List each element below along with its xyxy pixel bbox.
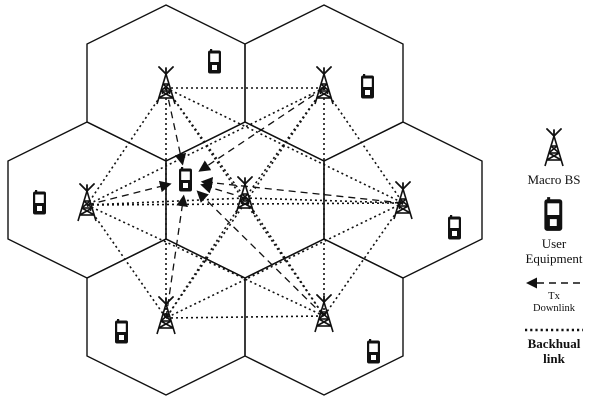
downlink-arrow-w bbox=[86, 180, 172, 206]
macro-bs-icon bbox=[544, 128, 564, 167]
legend-backhaul-label-line1: Backhual bbox=[527, 336, 581, 351]
legend-ue-label-line1: User bbox=[541, 236, 567, 251]
backhaul-link-sw-se bbox=[165, 315, 325, 319]
ue-nw-icon bbox=[208, 49, 221, 74]
user-equipment-icon bbox=[544, 197, 563, 231]
hex-cells-layer bbox=[7, 4, 483, 396]
hex-cell-ne bbox=[244, 4, 404, 162]
legend-ue-label-line2: Equipment bbox=[525, 251, 583, 266]
downlink-arrow-e bbox=[200, 176, 404, 204]
legend-item-tx-downlink: Tx Downlink bbox=[523, 275, 585, 315]
ue-e-icon bbox=[448, 215, 461, 240]
hex-cell-se bbox=[244, 238, 404, 396]
macro-bs-icon-nw bbox=[156, 66, 176, 105]
backhaul-link-w-c bbox=[86, 197, 246, 206]
backhaul-link-c-se bbox=[244, 197, 325, 317]
legend-item-macro-bs: Macro BS bbox=[527, 126, 581, 187]
downlink-arrow-ne bbox=[198, 87, 325, 172]
macro-bs-icon-w bbox=[77, 183, 97, 222]
backhaul-link-ne-w bbox=[86, 87, 325, 206]
backhaul-link-c-sw bbox=[165, 197, 246, 319]
legend-macro-bs-label: Macro BS bbox=[527, 172, 581, 187]
macro-bs-icon-ne bbox=[314, 66, 334, 105]
legend-item-user-equipment: User Equipment bbox=[525, 196, 583, 266]
hex-cell-w bbox=[7, 121, 167, 279]
backhaul-layer bbox=[86, 87, 404, 319]
backhaul-link-ne-e bbox=[323, 87, 404, 204]
legend-tx-label-line1: Tx bbox=[548, 291, 560, 302]
ue-se-icon bbox=[367, 339, 380, 364]
downlink-arrow-se bbox=[196, 190, 325, 317]
ue-sw-icon bbox=[115, 319, 128, 344]
backhaul-link-nw-e bbox=[165, 87, 404, 204]
backhaul-link-e-se bbox=[323, 202, 404, 317]
legend-backhaul-label-line2: link bbox=[543, 351, 565, 366]
backhaul-link-w-sw bbox=[86, 204, 167, 319]
ue-c-icon bbox=[179, 167, 192, 192]
downlink-layer bbox=[86, 87, 404, 319]
backhaul-link-ne-sw bbox=[165, 87, 325, 319]
downlink-arrow-nw bbox=[165, 87, 187, 166]
backhaul-link-e-sw bbox=[165, 202, 404, 319]
legend-tx-label-line2: Downlink bbox=[533, 303, 575, 314]
hex-cell-e bbox=[323, 121, 483, 279]
legend: Macro BS User Equipment Tx Downlink Back… bbox=[510, 126, 598, 375]
backhaul-link-w-se bbox=[86, 204, 325, 317]
backhaul-line-icon bbox=[525, 328, 583, 332]
ue-ne-icon bbox=[361, 74, 374, 99]
backhaul-link-c-e bbox=[244, 197, 404, 204]
backhaul-link-nw-w bbox=[86, 87, 167, 206]
ue-w-icon bbox=[33, 190, 46, 215]
downlink-arrow-sw bbox=[165, 194, 188, 319]
tx-downlink-arrow-icon bbox=[526, 277, 583, 289]
hex-cell-nw bbox=[86, 4, 246, 162]
legend-item-backhaul: Backhual link bbox=[523, 324, 585, 366]
